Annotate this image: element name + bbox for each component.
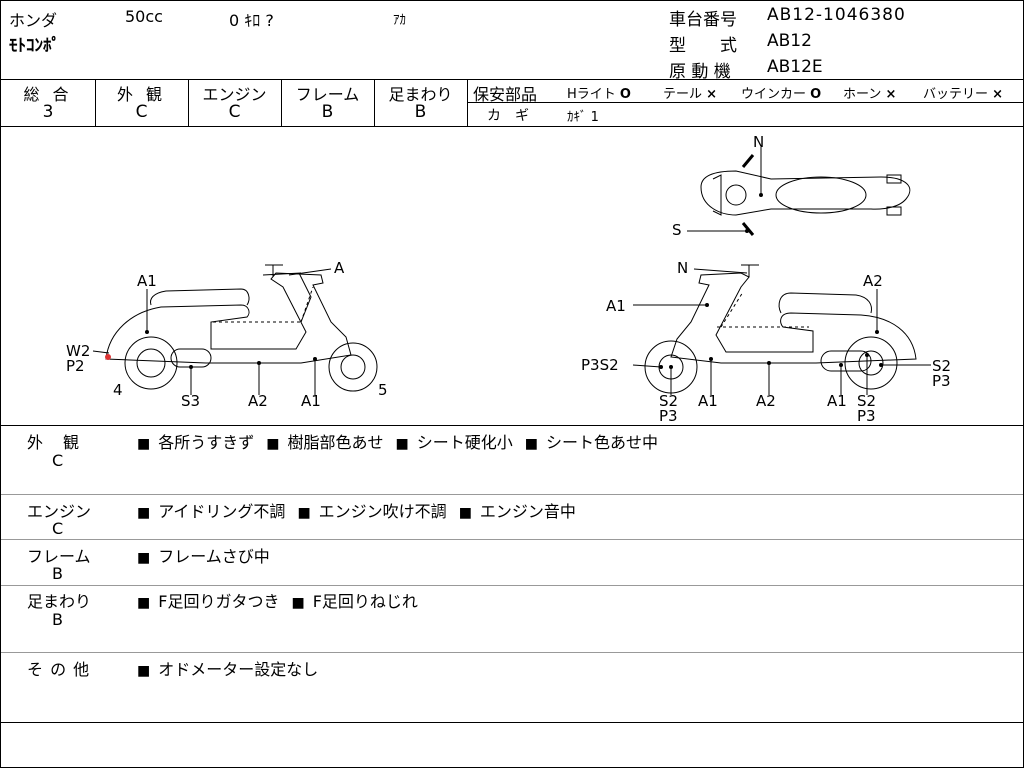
diagram-label: P3 [932, 372, 951, 390]
type-label: 型 式 [669, 36, 737, 56]
remark-item: F足回りねじれ [291, 592, 417, 611]
engine-model-value: AB12E [767, 57, 823, 77]
remark-item: エンジン吹け不調 [297, 502, 446, 521]
divider [188, 79, 189, 126]
overall-grade: 3 [42, 102, 54, 122]
diagram-label: P2 [66, 357, 85, 375]
remark-items-frame: フレームさび中 [137, 543, 282, 567]
divider [1, 539, 1023, 540]
remark-grade-suspension: B [52, 610, 63, 629]
diagram-label: A2 [756, 392, 776, 410]
remark-item: シート硬化小 [396, 433, 513, 452]
divider [468, 102, 1023, 103]
diagram-label: S [672, 221, 682, 239]
divider [1, 79, 1023, 80]
divider [1, 494, 1023, 495]
divider [95, 79, 96, 126]
remark-items-engine: アイドリング不調エンジン吹け不調エンジン音中 [137, 498, 588, 522]
safety-item-winker: ウインカー O [741, 87, 822, 102]
divider [374, 79, 375, 126]
diagram-label: A1 [698, 392, 718, 410]
remark-item: アイドリング不調 [137, 502, 285, 521]
safety-item-headlight: Hライト O [567, 87, 631, 102]
diagram-label: S2 [932, 357, 951, 375]
diagram-label: W2 [66, 342, 90, 360]
diagram-label: N [677, 259, 688, 277]
maker: ホンダ [9, 11, 58, 30]
remark-label-engine: エンジン [27, 502, 92, 521]
damage-mark [105, 354, 111, 360]
diagram-label: P3S2 [581, 356, 619, 374]
remark-item: フレームさび中 [137, 547, 270, 566]
remark-item: シート色あせ中 [525, 433, 658, 452]
remark-item: F足回りガタつき [137, 592, 279, 611]
key-value: ｶｷﾞ 1 [567, 110, 599, 125]
divider [1, 652, 1023, 653]
engine-label: エンジン [202, 85, 267, 104]
divider [1, 585, 1023, 586]
mileage: 0 ｷﾛ ? [229, 11, 274, 30]
remark-grade-engine: C [52, 519, 64, 538]
frame-label: フレーム [295, 85, 360, 104]
safety-item-tail: テール × [663, 87, 718, 102]
diagram-label: S2 [659, 392, 678, 410]
displacement: 50cc [125, 7, 163, 26]
remark-grade-frame: B [52, 564, 63, 583]
remark-grade-exterior: C [52, 451, 64, 470]
remark-item: エンジン音中 [459, 502, 576, 521]
scooter-left-view [105, 264, 378, 392]
overall-label: 総 合 [23, 85, 73, 104]
remark-label-other: そ の 他 [27, 660, 91, 679]
diagram-label: 5 [378, 381, 388, 399]
diagram-label: A2 [248, 392, 268, 410]
divider [467, 79, 468, 126]
diagram-label: S3 [181, 392, 200, 410]
diagram-label: A [334, 259, 345, 277]
diagram-label: A1 [606, 297, 626, 315]
frame-no: AB12-1046380 [767, 5, 906, 25]
frame-grade: B [321, 102, 334, 122]
diagram-label: 4 [113, 381, 123, 399]
exterior-label: 外 観 [116, 85, 167, 104]
remark-label-exterior: 外 観 [27, 433, 82, 452]
remark-label-suspension: 足まわり [27, 592, 92, 611]
safety-item-battery: バッテリー × [923, 87, 1004, 102]
engine-model-label: 原 動 機 [669, 62, 731, 82]
divider [1, 722, 1023, 723]
safety-item-horn: ホーン × [843, 87, 897, 102]
diagram-label: P3 [659, 407, 678, 424]
color: ｱｶ [393, 13, 406, 28]
divider [1, 126, 1023, 127]
diagram-label: N [753, 133, 764, 151]
remark-item: 各所うすきず [137, 433, 254, 452]
exterior-grade: C [135, 102, 148, 122]
suspension-label: 足まわり [388, 85, 453, 104]
diagram-label: A1 [827, 392, 847, 410]
remark-items-suspension: F足回りガタつき F足回りねじれ [137, 588, 430, 612]
remark-label-frame: フレーム [27, 547, 91, 566]
engine-grade: C [228, 102, 241, 122]
remark-item: 樹脂部色あせ [266, 433, 383, 452]
model-name: ﾓﾄｺﾝﾎﾟ [9, 36, 60, 56]
remark-items-other: オドメーター設定なし [137, 656, 330, 680]
damage-diagram: A1 A W2 P2 4 S3 A2 A1 5 N S N A1 A2 P3S2… [66, 133, 951, 424]
divider [1, 425, 1023, 426]
key-label: カ ギ [487, 108, 529, 124]
type-value: AB12 [767, 31, 812, 51]
scooter-top-view [700, 154, 911, 236]
suspension-grade: B [414, 102, 427, 122]
divider [281, 79, 282, 126]
diagram-label: A1 [137, 272, 157, 290]
diagram-label: P3 [857, 407, 876, 424]
diagram-label: A1 [301, 392, 321, 410]
frame-no-label: 車台番号 [669, 10, 737, 30]
safety-label: 保安部品 [473, 85, 538, 104]
diagram-label: A2 [863, 272, 883, 290]
remark-items-exterior: 各所うすきず樹脂部色あせシート硬化小シート色あせ中 [137, 429, 670, 453]
remark-item: オドメーター設定なし [137, 660, 318, 679]
diagram-label: S2 [857, 392, 876, 410]
